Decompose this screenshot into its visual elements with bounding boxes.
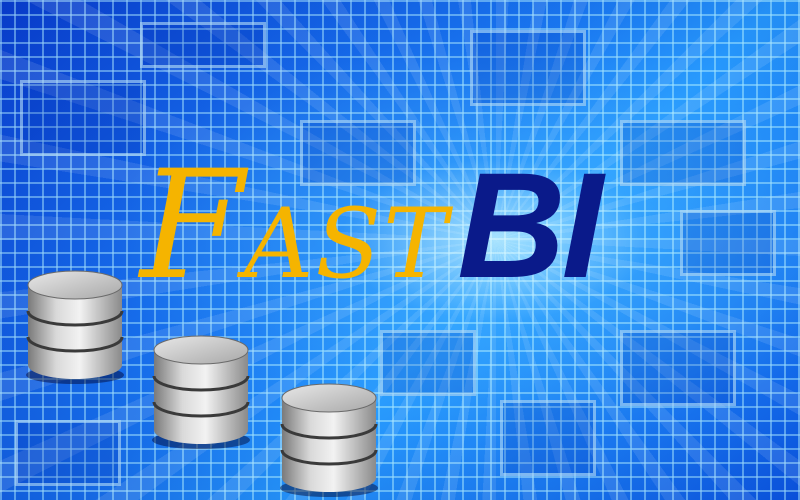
- database-icon: [280, 383, 378, 497]
- decor-panel: [15, 420, 121, 486]
- fastbi-logo: FASTBI: [140, 150, 603, 301]
- database-icon: [152, 335, 250, 449]
- decor-panel: [680, 210, 776, 276]
- database-icon: [26, 270, 124, 384]
- decor-panel: [620, 120, 746, 186]
- logo-fast-initial: F: [140, 139, 245, 313]
- decor-panel: [500, 400, 596, 476]
- logo-fast: FAST: [140, 151, 449, 301]
- decor-panel: [300, 120, 416, 186]
- decor-panel: [620, 330, 736, 406]
- decor-panel: [470, 30, 586, 106]
- decor-panel: [20, 80, 146, 156]
- decor-panel: [140, 22, 266, 68]
- logo-bi: BI: [457, 141, 603, 309]
- decor-panel: [380, 330, 476, 396]
- logo-fast-rest: AST: [244, 188, 450, 300]
